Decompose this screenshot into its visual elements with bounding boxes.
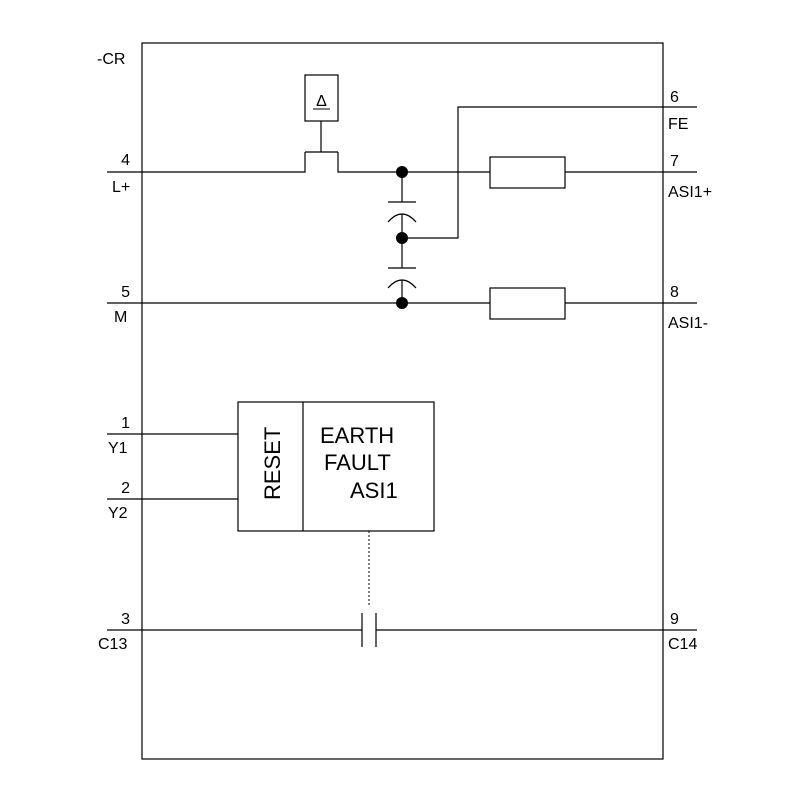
function-text-line1: EARTH — [320, 423, 394, 448]
function-text-line2: FAULT — [324, 450, 391, 475]
terminal-6-name: FE — [668, 116, 688, 133]
junction-dot-fe — [396, 232, 408, 244]
terminal-7-number: 7 — [670, 153, 679, 170]
terminal-6-number: 6 — [670, 89, 679, 106]
terminal-5-number: 5 — [121, 284, 130, 301]
terminal-4-name: L+ — [112, 179, 130, 196]
terminal-1-number: 1 — [121, 415, 130, 432]
terminal-8-number: 8 — [670, 284, 679, 301]
function-text-line3: ASI1 — [350, 478, 398, 503]
terminal-5-name: M — [114, 309, 127, 326]
terminal-3-number: 3 — [121, 611, 130, 628]
choke-resistor-asi-minus — [489, 287, 566, 320]
terminal-1-name: Y1 — [108, 440, 128, 457]
terminal-8-name: ASI1- — [668, 315, 708, 332]
terminal-2-name: Y2 — [108, 505, 128, 522]
device-outline — [141, 42, 664, 760]
lplus-line — [107, 152, 490, 173]
terminal-9-name: C14 — [668, 636, 697, 653]
terminal-4-number: 4 — [121, 152, 130, 169]
reset-label: RESET — [260, 427, 285, 500]
terminal-3-name: C13 — [98, 636, 127, 653]
fe-line — [402, 106, 697, 239]
terminal-2-number: 2 — [121, 480, 130, 497]
terminal-9-number: 9 — [670, 611, 679, 628]
junction-dot-m — [396, 297, 408, 309]
junction-dot-lplus — [396, 166, 408, 178]
device-label: -CR — [97, 51, 125, 68]
function-block — [237, 401, 435, 532]
choke-resistor-asi-plus — [489, 156, 566, 189]
terminal-7-name: ASI1+ — [668, 184, 712, 201]
fuse-symbol: Δ — [316, 93, 327, 110]
